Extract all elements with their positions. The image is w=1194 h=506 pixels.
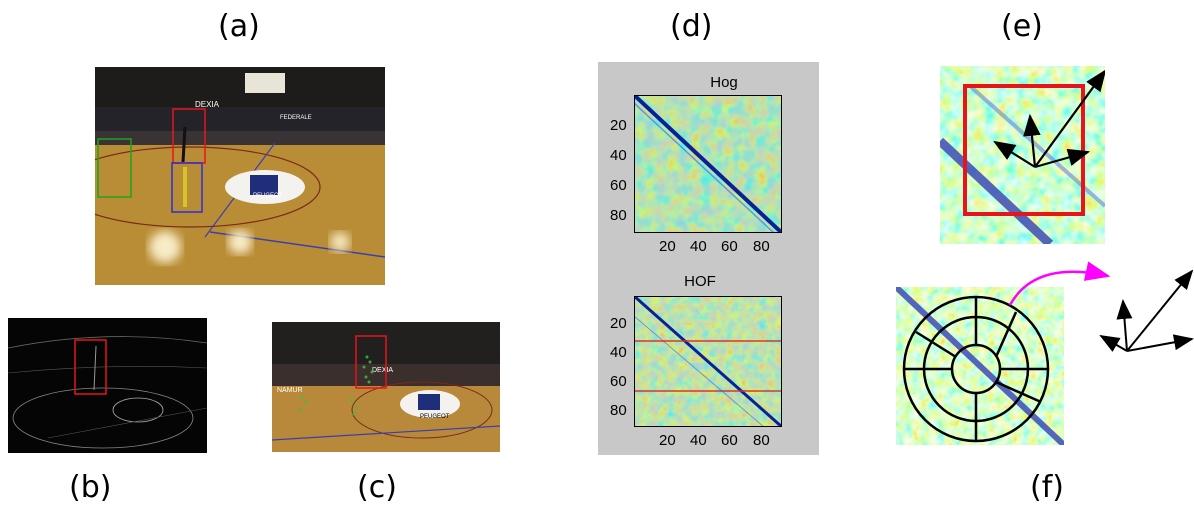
arrow-icon <box>1126 334 1194 352</box>
arrow-icon <box>1126 269 1194 352</box>
hof-ytick: 40 <box>610 344 627 361</box>
hog-ytick: 20 <box>610 117 627 134</box>
court-logo-c-text: PEUGEOT <box>420 414 450 420</box>
hog-xtick: 80 <box>753 238 770 255</box>
panel-label-a: (a) <box>218 9 260 44</box>
panel-label-f: (f) <box>1030 470 1064 505</box>
arrow-icon <box>1099 335 1128 352</box>
banner-dexia-c-text: DEXIA <box>372 367 393 374</box>
hof-xtick: 60 <box>721 432 738 449</box>
hog-xtick: 60 <box>721 238 738 255</box>
hof-ytick: 80 <box>610 402 627 419</box>
hog-matrix <box>634 95 782 233</box>
hof-ytick: 20 <box>610 315 627 332</box>
arrow-icon <box>993 140 1036 168</box>
hog-xtick: 40 <box>690 238 707 255</box>
hof-matrix <box>634 296 782 427</box>
court-logo-text: PEUGEOT <box>253 193 283 199</box>
bbox-red-b <box>74 339 107 395</box>
arrow-icon <box>1034 69 1105 168</box>
hog-ytick: 80 <box>610 207 627 224</box>
hof-xtick: 80 <box>753 432 770 449</box>
hog-ytick: 60 <box>610 177 627 194</box>
hog-title: Hog <box>710 74 738 91</box>
panel-label-c: (c) <box>357 470 397 505</box>
orientation-histogram-arrows <box>1099 269 1194 352</box>
log-polar-descriptor <box>896 287 1064 445</box>
panel-label-d: (d) <box>670 9 713 44</box>
hof-ytick: 60 <box>610 373 627 390</box>
bbox-green <box>97 138 132 198</box>
hof-xtick: 40 <box>690 432 707 449</box>
banner-federale-text: FEDERALE <box>280 115 312 121</box>
magenta-arrow <box>1008 261 1111 306</box>
hof-xtick: 20 <box>659 432 676 449</box>
banner-dexia-text: DEXIA <box>195 100 220 109</box>
arrow-icon <box>1023 113 1041 168</box>
optical-flow-image: NAMUR DEXIA PEUGEOT <box>272 322 500 452</box>
bbox-red-c <box>355 335 387 389</box>
hog-xtick: 20 <box>659 238 676 255</box>
bbox-blue <box>171 162 203 213</box>
panel-label-b: (b) <box>69 470 112 505</box>
arrow-icon <box>1034 148 1091 169</box>
hog-patch-zoom <box>940 66 1105 244</box>
basketball-scene-image: DEXIA FEDERALE PEUGEOT <box>95 67 385 285</box>
arrow-icon <box>1116 299 1133 352</box>
gradient-image <box>8 318 207 453</box>
hof-title: HOF <box>684 273 716 290</box>
panel-label-e: (e) <box>1001 9 1043 44</box>
hog-ytick: 40 <box>610 147 627 164</box>
banner-namur-text: NAMUR <box>277 387 303 394</box>
